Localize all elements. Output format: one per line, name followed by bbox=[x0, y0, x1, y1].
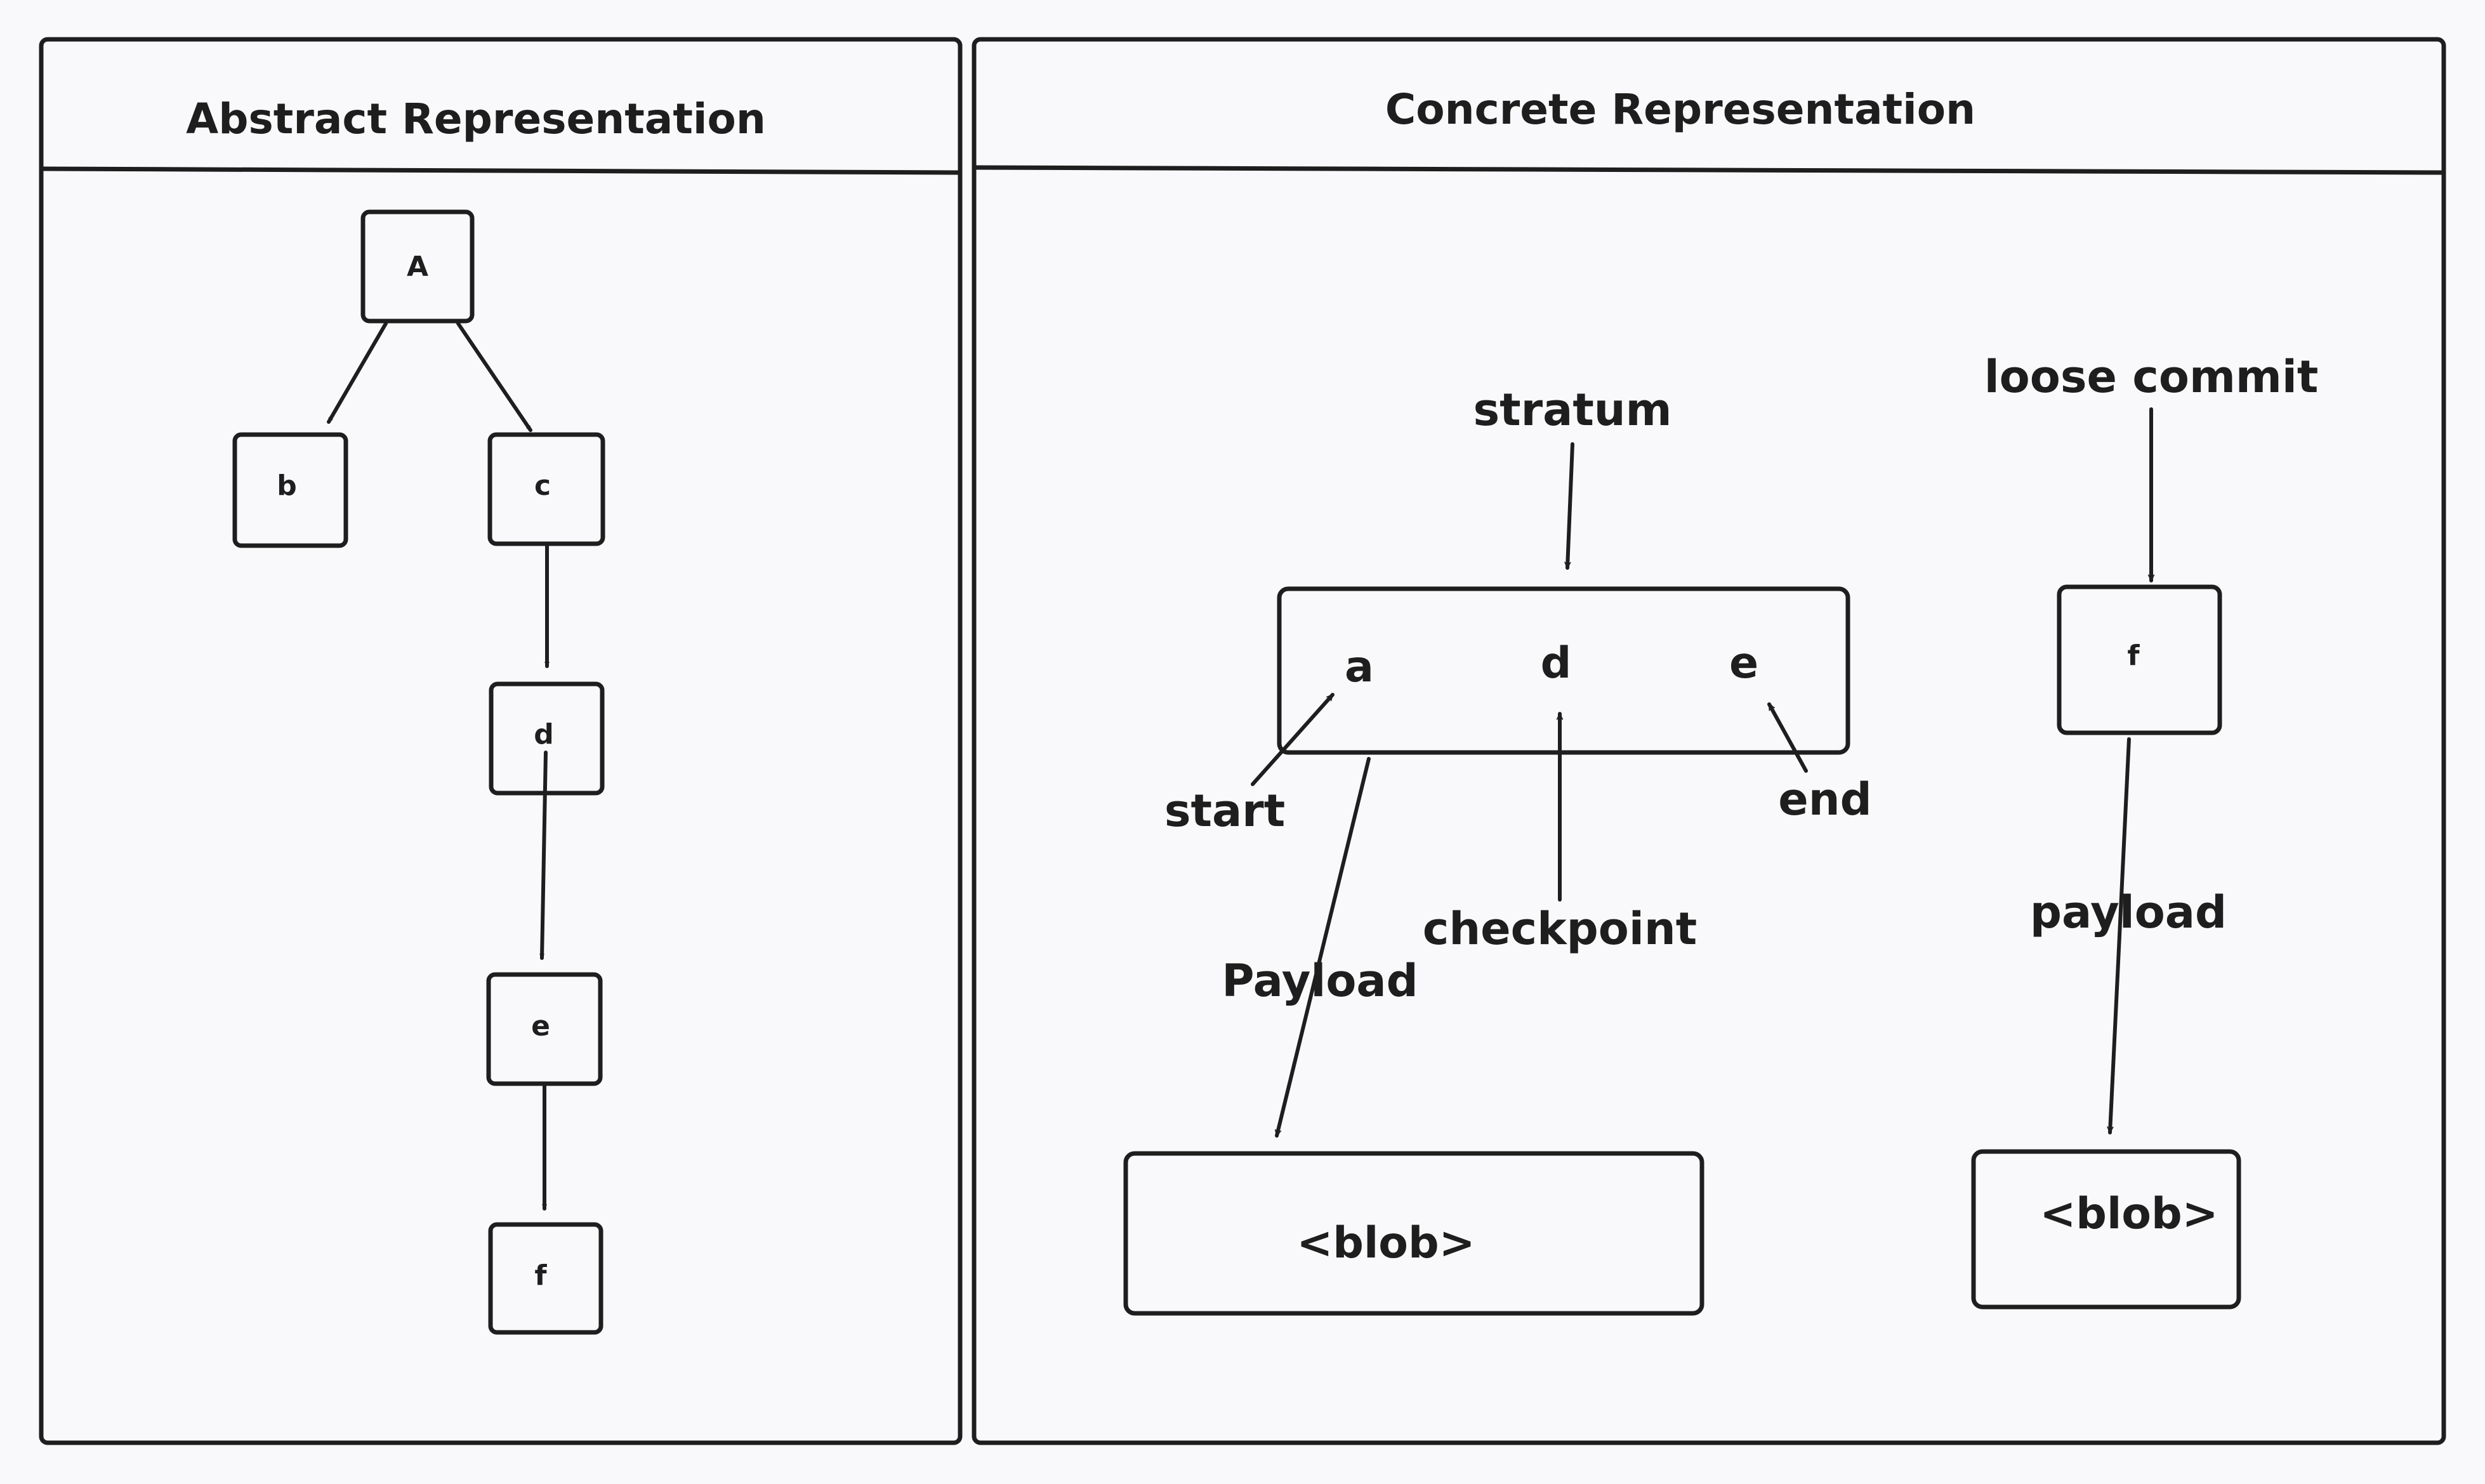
node-label-d: d bbox=[534, 718, 554, 751]
commit-node-label: f bbox=[2127, 640, 2140, 672]
abstract-node-f: f bbox=[488, 1222, 603, 1335]
stratum-box: a d e bbox=[1277, 586, 1850, 755]
blob-box-1: <blob> bbox=[1123, 1151, 1704, 1316]
blob-label-1: <blob> bbox=[1296, 1218, 1475, 1268]
node-label-f: f bbox=[534, 1259, 547, 1292]
stratum-item-d: d bbox=[1541, 638, 1572, 688]
stratum-label: stratum bbox=[1473, 384, 1671, 436]
abstract-node-e: e bbox=[486, 972, 603, 1086]
abstract-panel-divider bbox=[39, 166, 963, 175]
abstract-node-A: A bbox=[360, 209, 475, 324]
abstract-node-c: c bbox=[487, 432, 605, 546]
stratum-item-a: a bbox=[1345, 642, 1374, 692]
abstract-node-b: b bbox=[232, 432, 348, 548]
blob-label-2: <blob> bbox=[2040, 1189, 2218, 1239]
stratum-item-e: e bbox=[1729, 638, 1758, 688]
edge-d-e bbox=[542, 751, 548, 960]
payload-arrow-1 bbox=[1277, 757, 1371, 1138]
edge-A-c bbox=[456, 322, 532, 432]
payload-arrow-2 bbox=[2110, 737, 2131, 1134]
payload-label-2: payload bbox=[2030, 886, 2227, 938]
checkpoint-label: checkpoint bbox=[1423, 903, 1697, 955]
start-arrow bbox=[1251, 693, 1335, 786]
node-label-e: e bbox=[531, 1010, 550, 1042]
concrete-panel-title: Concrete Representation bbox=[1385, 85, 1975, 134]
node-label-b: b bbox=[277, 469, 297, 502]
concrete-panel: Concrete Representation stratum a d e st… bbox=[972, 37, 2446, 1445]
node-label-A: A bbox=[407, 251, 428, 283]
stratum-arrow bbox=[1567, 442, 1574, 570]
end-arrow bbox=[1767, 702, 1808, 773]
end-label: end bbox=[1778, 773, 1871, 825]
edge-A-b bbox=[327, 322, 388, 424]
start-label: start bbox=[1164, 785, 1285, 837]
concrete-panel-divider bbox=[972, 165, 2446, 175]
blob-box-2: <blob> bbox=[1971, 1149, 2241, 1310]
abstract-panel: Abstract Representation A b c d e f bbox=[39, 37, 963, 1445]
abstract-panel-title: Abstract Representation bbox=[186, 95, 766, 143]
loose-commit-label: loose commit bbox=[1984, 351, 2319, 403]
abstract-node-d: d bbox=[489, 681, 605, 796]
payload-label-1: Payload bbox=[1222, 955, 1418, 1007]
commit-node-f: f bbox=[2057, 584, 2222, 735]
node-label-c: c bbox=[534, 469, 551, 502]
